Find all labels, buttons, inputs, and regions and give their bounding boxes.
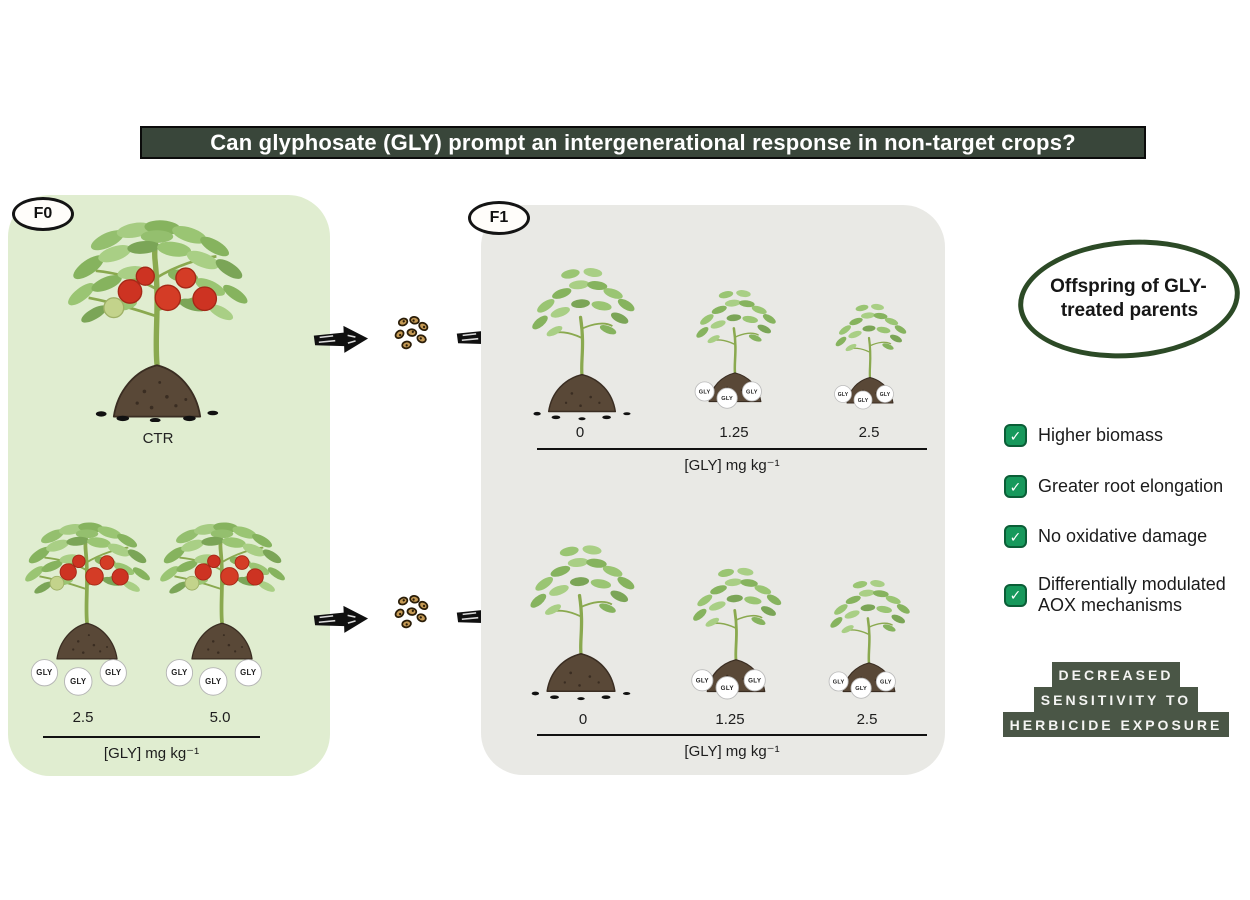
svg-text:GLY: GLY (838, 392, 849, 398)
conclusion-line: SENSITIVITY TO (985, 687, 1247, 712)
f1-bottom-dose-label: 1.25 (715, 711, 745, 728)
svg-text:GLY: GLY (70, 677, 87, 686)
gly-ball: GLY (716, 387, 738, 409)
checked-checkbox: ✓ (1004, 525, 1027, 548)
finding-item: ✓ Higher biomass (1004, 424, 1163, 447)
conclusion-line: DECREASED (985, 662, 1247, 687)
gly-ball: GLY (850, 677, 872, 699)
svg-text:GLY: GLY (858, 398, 869, 404)
gly-ball: GLY (853, 390, 873, 410)
gly-ball: GLY (691, 669, 714, 692)
f1-seedling-dose-1_25: GLY GLY GLY (693, 287, 779, 409)
gly-treated-parent-plant-2_5: GLY GLY GLY (20, 519, 154, 696)
svg-text:GLY: GLY (699, 389, 711, 395)
arrow-right-icon (312, 324, 370, 355)
gly-ball: GLY (875, 671, 896, 692)
conclusion-line: HERBICIDE EXPOSURE (985, 712, 1247, 737)
gly-ball: GLY (234, 659, 262, 687)
check-icon: ✓ (1009, 427, 1022, 444)
f1-seedling-dose-0 (528, 265, 639, 421)
svg-text:GLY: GLY (748, 677, 762, 684)
f1-bottom-dose-label: 2.5 (856, 711, 878, 728)
svg-text:GLY: GLY (721, 396, 733, 402)
check-icon: ✓ (1009, 587, 1022, 603)
finding-label: No oxidative damage (1038, 526, 1208, 546)
f1-bottom-dose-axis-label: [GLY] mg kg⁻¹ (684, 743, 780, 760)
f1-top-dose-axis-label: [GLY] mg kg⁻¹ (684, 457, 780, 474)
f0-dose-axis-label: [GLY] mg kg⁻¹ (103, 745, 200, 762)
f0-panel: F0 CTR GLY GLY GLY G (8, 195, 330, 776)
f1-top-dose-label: 2.5 (858, 424, 880, 441)
svg-text:GLY: GLY (171, 668, 188, 677)
gly-ball: GLY (743, 669, 766, 692)
gly-ball: GLY (876, 385, 894, 403)
offspring-note-oval: Offspring of GLY- treated parents (1014, 232, 1244, 366)
seeds-icon (393, 594, 430, 629)
svg-text:GLY: GLY (240, 668, 257, 677)
finding-item: ✓ No oxidative damage (1004, 525, 1207, 548)
f1-bottom-dose-axis-line (537, 734, 927, 736)
svg-text:GLY: GLY (205, 677, 222, 686)
offspring-note-line1: Offspring of GLY- (1049, 276, 1207, 298)
f0-dose-label: 2.5 (72, 709, 94, 726)
gly-ball: GLY (694, 381, 715, 402)
f0-dose-axis-line (43, 736, 260, 738)
seeds-icon (393, 315, 430, 350)
svg-text:GLY: GLY (721, 685, 735, 692)
checked-checkbox: ✓ (1004, 583, 1027, 607)
svg-text:GLY: GLY (696, 677, 710, 684)
gly-ball: GLY (834, 385, 852, 403)
gly-treated-parent-plant-5_0: GLY GLY GLY (155, 519, 289, 696)
checked-checkbox: ✓ (1004, 475, 1027, 498)
f1-generation-badge: F1 (468, 201, 530, 235)
f1-panel: F1 GLY GLY GLY GLY (468, 201, 945, 775)
gly-ball: GLY (199, 667, 228, 696)
f0-badge-label: F0 (33, 205, 53, 222)
finding-item: ✓ Greater root elongation (1004, 475, 1223, 498)
page-title: Can glyphosate (GLY) prompt an intergene… (210, 129, 1076, 155)
f1-top-dose-axis-line (537, 448, 927, 450)
finding-item: ✓ Differentially modulated AOX mechanism… (1004, 574, 1250, 616)
ctr-tomato-plant-illustration (58, 206, 256, 422)
conclusion-banner: DECREASED SENSITIVITY TO HERBICIDE EXPOS… (985, 662, 1247, 737)
gly-ball: GLY (828, 671, 849, 692)
gly-ball: GLY (99, 659, 127, 687)
f1-bottom-dose-label: 0 (578, 711, 588, 728)
f1-offspring-seedling-dose-1_25: GLY GLY GLY (689, 565, 785, 700)
offspring-note-line2: treated parents (1061, 299, 1199, 321)
gly-ball: GLY (64, 667, 93, 696)
f1-top-dose-label: 0 (575, 424, 585, 441)
svg-text:GLY: GLY (105, 668, 122, 677)
svg-text:GLY: GLY (880, 679, 892, 685)
f1-seedling-dose-2_5: GLY GLY GLY (832, 301, 909, 410)
f1-badge-label: F1 (489, 209, 509, 226)
arrow-right-icon (312, 604, 370, 635)
gly-ball: GLY (715, 676, 739, 700)
findings-list: ✓ Higher biomass ✓ Greater root elongati… (1004, 424, 1250, 634)
gly-ball: GLY (165, 659, 194, 687)
f1-offspring-seedling-dose-0 (526, 542, 639, 701)
svg-text:GLY: GLY (880, 392, 891, 398)
gly-ball: GLY (741, 381, 762, 402)
f0-dose-label: 5.0 (209, 709, 231, 726)
f0-generation-badge: F0 (12, 197, 74, 231)
gly-ball: GLY (30, 659, 59, 687)
svg-text:GLY: GLY (855, 686, 867, 692)
finding-label: Differentially modulated AOX mechanisms (1038, 574, 1226, 615)
svg-text:GLY: GLY (36, 668, 53, 677)
svg-text:GLY: GLY (833, 679, 845, 685)
finding-label: Higher biomass (1038, 425, 1164, 445)
svg-text:GLY: GLY (746, 389, 758, 395)
check-icon: ✓ (1009, 478, 1022, 495)
ctr-plant-label: CTR (142, 430, 174, 447)
finding-label: Greater root elongation (1038, 476, 1224, 496)
f1-offspring-seedling-dose-2_5: GLY GLY GLY (827, 577, 913, 699)
checked-checkbox: ✓ (1004, 424, 1027, 447)
f1-top-dose-label: 1.25 (719, 424, 749, 441)
title-banner: Can glyphosate (GLY) prompt an intergene… (140, 126, 1146, 159)
check-icon: ✓ (1009, 528, 1022, 545)
